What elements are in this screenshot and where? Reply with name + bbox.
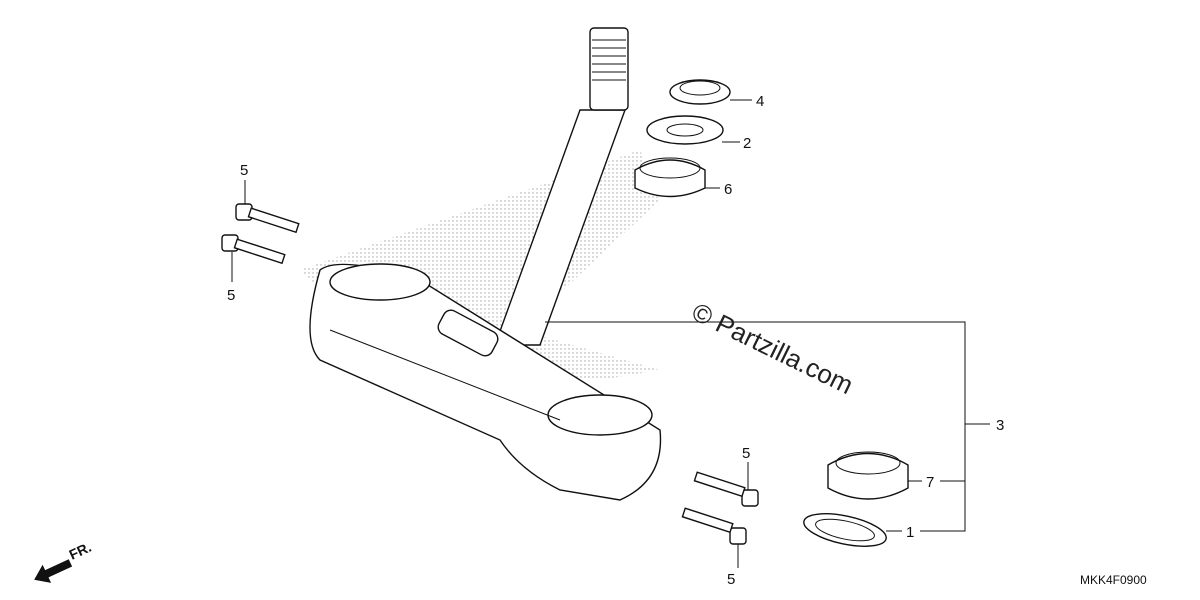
diagram-code: MKK4F0900 (1080, 573, 1147, 587)
dust-seal (803, 513, 887, 547)
steering-stem-nut (669, 79, 731, 105)
bolt-lower-2 (681, 507, 747, 545)
callout-5-bottom: 5 (727, 571, 735, 588)
lock-washer (646, 115, 724, 145)
callout-7: 7 (926, 474, 934, 491)
bolt-upper-1 (235, 203, 300, 234)
callout-5-left: 5 (227, 287, 235, 304)
callout-5-upper: 5 (240, 162, 248, 179)
callout-5-right: 5 (742, 445, 750, 462)
lower-bearing (827, 451, 909, 500)
steering-stem (494, 27, 629, 346)
callout-6: 6 (724, 181, 732, 198)
leader-lines (231, 99, 990, 568)
front-arrow-icon (34, 559, 73, 583)
bolt-upper-2 (221, 234, 286, 265)
front-indicator-label: FR. (67, 539, 94, 563)
callout-3: 3 (996, 417, 1004, 434)
callout-4: 4 (756, 93, 764, 110)
callout-2: 2 (743, 135, 751, 152)
bolt-lower-1 (693, 471, 759, 507)
callout-1: 1 (906, 524, 914, 541)
bottom-bridge (309, 263, 662, 501)
watermark: © Partzilla.com (687, 296, 858, 400)
